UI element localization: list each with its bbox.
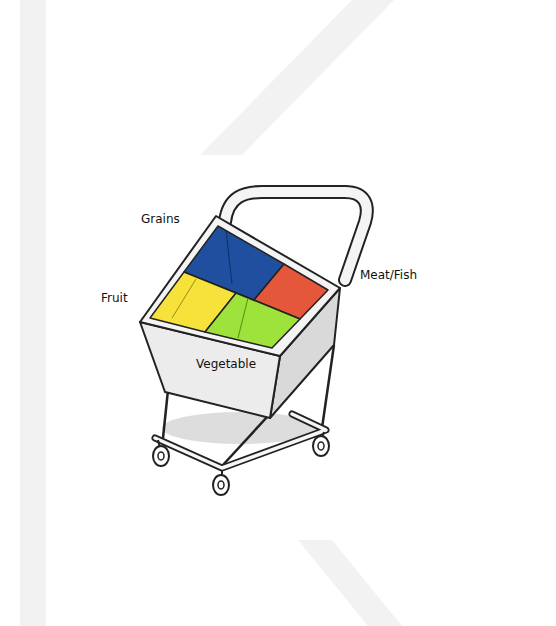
- cart-wheel-hub: [318, 442, 324, 450]
- cart-leg: [163, 390, 168, 438]
- cart-wheel: [153, 446, 169, 466]
- watermark-band: [200, 0, 394, 155]
- cart-wheel-hub: [158, 452, 164, 460]
- watermark-band: [298, 540, 402, 626]
- compartment-label: Vegetable: [196, 357, 256, 371]
- compartment-label: Meat/Fish: [360, 268, 417, 282]
- fold-line: [172, 279, 196, 318]
- fold-line: [226, 230, 232, 284]
- vegetable-compartment: [205, 293, 300, 348]
- compartment-label: Grains: [141, 212, 180, 226]
- compartment-label: Fruit: [101, 291, 128, 305]
- cart-base: [155, 414, 326, 468]
- watermark-bar: [20, 0, 46, 626]
- cart-base: [155, 414, 326, 468]
- cart-wheel: [313, 436, 329, 456]
- fold-line: [238, 298, 248, 338]
- basket-rim: [140, 216, 340, 356]
- cart-wheel-hub: [218, 481, 224, 489]
- cart-wheel: [213, 475, 229, 495]
